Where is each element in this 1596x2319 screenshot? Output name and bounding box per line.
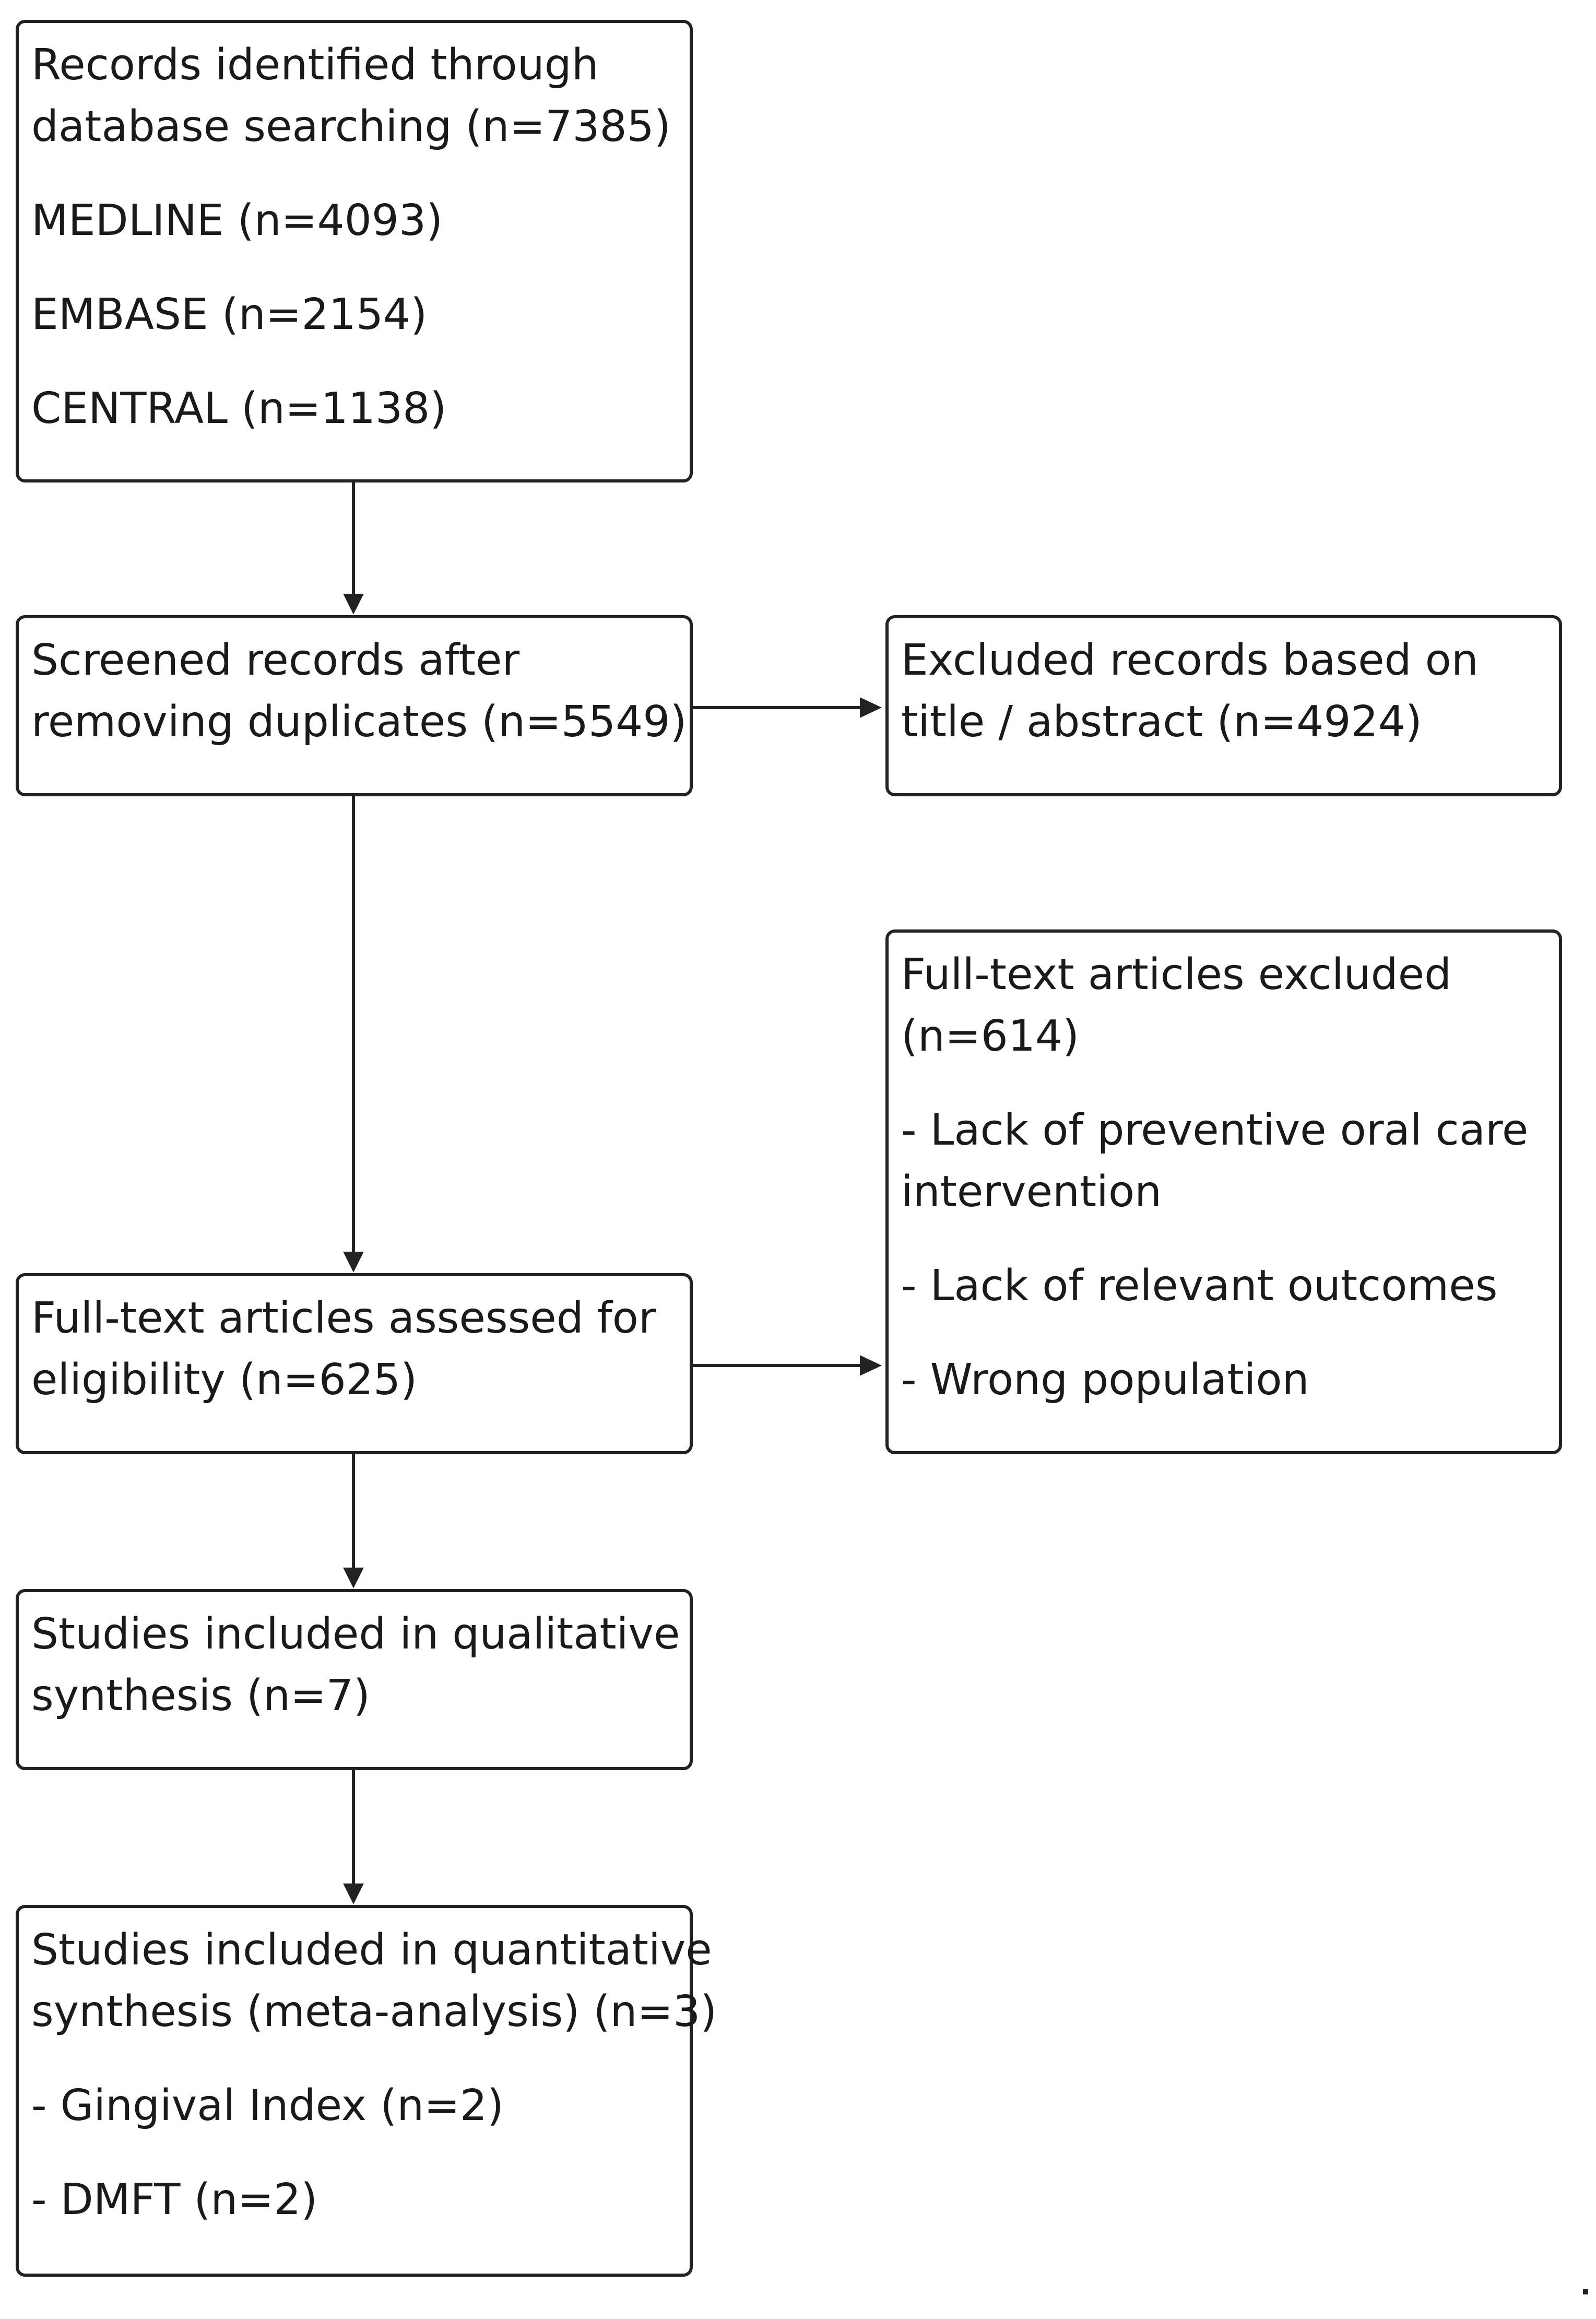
qualitative-line-1: Studies included in qualitative xyxy=(31,1609,680,1659)
quantitative-synthesis-box: Studies included in quantitative synthes… xyxy=(16,1905,717,2277)
excluded-title-line-2: title / abstract (n=4924) xyxy=(901,697,1422,747)
quantitative-line-2: synthesis (meta-analysis) (n=3) xyxy=(31,1987,717,2037)
excluded-title-line-1: Excluded records based on xyxy=(901,635,1479,685)
records-identified-line-1: Records identified through xyxy=(31,40,599,90)
fulltext-assessed-box: Full-text articles assessed for eligibil… xyxy=(16,1273,693,1454)
quantitative-item-dmft: - DMFT (n=2) xyxy=(31,2175,318,2224)
source-central: CENTRAL (n=1138) xyxy=(31,384,447,433)
screened-records-box: Screened records after removing duplicat… xyxy=(16,615,693,796)
fulltext-assessed-line-2: eligibility (n=625) xyxy=(31,1355,418,1405)
excluded-title-abstract-box: Excluded records based on title / abstra… xyxy=(885,615,1562,796)
exclusion-reason-intervention-line-2: intervention xyxy=(901,1167,1162,1217)
quantitative-line-1: Studies included in quantitative xyxy=(31,1925,712,1975)
exclusion-reason-outcomes: - Lack of relevant outcomes xyxy=(901,1261,1498,1311)
records-identified-line-2: database searching (n=7385) xyxy=(31,102,671,151)
arrowhead-qualitative-to-quantitative xyxy=(343,1884,364,1904)
source-embase: EMBASE (n=2154) xyxy=(31,290,428,339)
arrowhead-assessed-to-fulltext-excluded xyxy=(860,1355,882,1376)
screened-line-2: removing duplicates (n=5549) xyxy=(31,697,687,747)
fulltext-assessed-line-1: Full-text articles assessed for xyxy=(31,1293,656,1343)
screened-line-1: Screened records after xyxy=(31,635,520,685)
fulltext-excluded-line-2: (n=614) xyxy=(901,1011,1080,1061)
source-medline: MEDLINE (n=4093) xyxy=(31,196,443,245)
arrowhead-screened-to-excluded xyxy=(860,697,882,718)
arrowhead-identified-to-screened xyxy=(343,594,364,615)
quantitative-item-gingival-index: - Gingival Index (n=2) xyxy=(31,2081,504,2130)
trailing-period-mark xyxy=(1583,2289,1588,2294)
arrowhead-screened-to-assessed xyxy=(343,1252,364,1273)
fulltext-excluded-box: Full-text articles excluded (n=614) - La… xyxy=(885,929,1562,1454)
records-identified-box: Records identified through database sear… xyxy=(16,20,693,482)
qualitative-line-2: synthesis (n=7) xyxy=(31,1671,370,1721)
qualitative-synthesis-box: Studies included in qualitative synthesi… xyxy=(16,1589,693,1770)
fulltext-excluded-line-1: Full-text articles excluded xyxy=(901,950,1452,999)
exclusion-reason-intervention-line-1: - Lack of preventive oral care xyxy=(901,1105,1529,1155)
exclusion-reason-population: - Wrong population xyxy=(901,1355,1309,1405)
arrowhead-assessed-to-qualitative xyxy=(343,1568,364,1588)
